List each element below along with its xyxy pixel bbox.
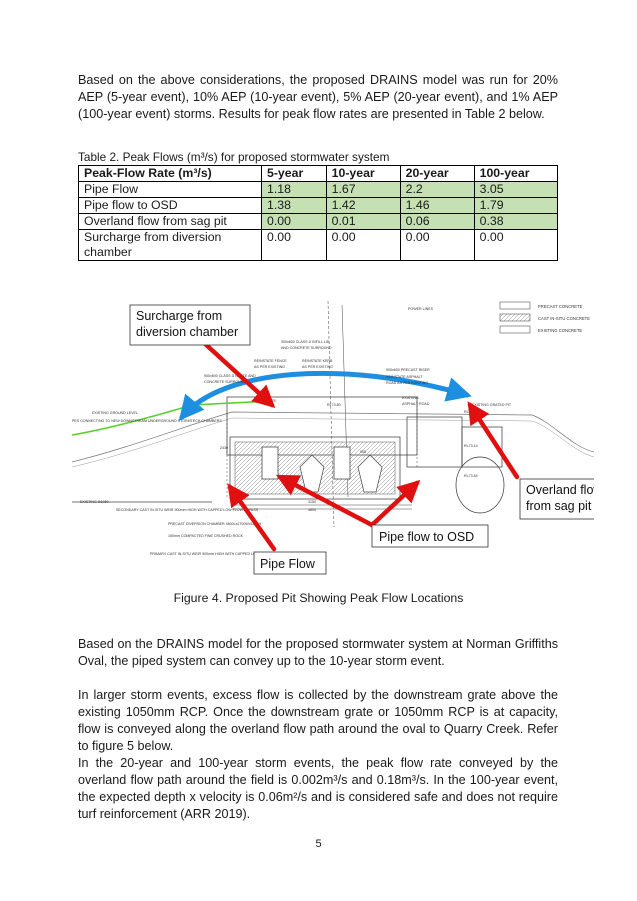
drawing-note: 2430 (220, 446, 228, 450)
drawing-note: RL73.80 (327, 403, 341, 407)
callout-surcharge: Surcharge from diversion chamber (129, 304, 251, 346)
drawing-note: ASPHALT ROAD (402, 402, 430, 406)
callout-text: Surcharge from (136, 309, 222, 323)
callout-overland: Overland flow from sag pit (519, 478, 594, 520)
callout-text: Pipe flow to OSD (379, 530, 474, 544)
table-cell: 1.46 (399, 197, 475, 214)
drawing-note: RL73.84 (464, 474, 478, 478)
drawing-note: PRECAST DIVERSION CHAMBER 4800Lx2700Wx18… (168, 522, 262, 526)
legend-label: CAST IN-SITU CONCRETE (538, 316, 590, 321)
drawing-note: EXISTING Ø1050 (80, 500, 109, 504)
table-header-cell: 100-year (473, 165, 559, 182)
callout-text: Overland flow (526, 483, 594, 497)
table-cell: 0.38 (473, 213, 559, 230)
table-cell: 0.00 (399, 229, 475, 261)
drawing-note: AS PER EXISTING (254, 365, 285, 369)
page-number: 5 (315, 838, 322, 850)
drawing-note: AND CONCRETE SURROUND (281, 346, 332, 350)
legend-label: EXISTING CONCRETE (538, 328, 582, 333)
drawing-note: PRIMARY CAST IN-SITU WEIR 900mm HIGH WIT… (150, 552, 286, 556)
row-label: Pipe flow to OSD (78, 197, 262, 214)
drawing-note: 900x600 PRECAST RISER (386, 368, 430, 372)
drawing-note: 900x600 CLASS D INFILL LID (281, 340, 330, 344)
table-cell: 0.01 (325, 213, 401, 230)
table-cell: 1.79 (473, 197, 559, 214)
drawing-note: REINSTATE ASPHALT (386, 375, 423, 379)
drawing-note: SECONDARY CAST IN-SITU WEIR 900mm HIGH W… (116, 508, 259, 512)
callout-text: from sag pit (526, 499, 592, 513)
callout-pipe-flow: Pipe Flow (253, 551, 327, 575)
table-header-cell: Peak-Flow Rate (m³/s) (78, 165, 262, 182)
drawing-note: 3150 (308, 500, 316, 504)
table-cell: 0.00 (261, 229, 327, 261)
drawing-note: EXISTING GRATED PIT (472, 403, 512, 407)
drawing-note: 900x600 CLASS D GRATE AND (204, 374, 256, 378)
row-label: Pipe Flow (78, 181, 262, 198)
capacity-paragraph: Based on the DRAINS model for the propos… (78, 637, 558, 668)
legend-swatch-insitu (499, 313, 531, 322)
table-row: Overland flow from sag pit 0.00 0.01 0.0… (78, 213, 559, 230)
drawing-note: EXISTING (402, 396, 419, 400)
table-cell: 0.00 (261, 213, 327, 230)
row-label: Surcharge from diversion chamber (78, 229, 262, 261)
table-cell: 1.38 (261, 197, 327, 214)
table-cell: 0.06 (399, 213, 475, 230)
table-cell: 0.00 (325, 229, 401, 261)
drawing-note: 900 (360, 450, 366, 454)
table-cell: 1.18 (261, 181, 327, 198)
drawing-note: CONCRETE SURROUND (204, 380, 246, 384)
drawing-legend: PRECAST CONCRETE CAST IN-SITU CONCRETE E… (499, 301, 590, 334)
callout-text: Pipe Flow (260, 557, 316, 571)
callout-text: diversion chamber (136, 325, 238, 339)
legend-swatch-precast (499, 301, 531, 310)
drawing-notes: POWER LINES 900x600 CLASS D INFILL LID A… (72, 307, 512, 556)
drawing-note: 4800 (308, 508, 316, 512)
table-cell: 0.00 (473, 229, 559, 261)
drawing-note: POWER LINES (408, 307, 434, 311)
table-row: Surcharge from diversion chamber 0.00 0.… (78, 229, 559, 261)
table-header-cell: 10-year (325, 165, 401, 182)
callout-arrows (199, 338, 520, 552)
larger-events-paragraph: In larger storm events, excess flow is c… (78, 688, 558, 753)
table-cell: 2.2 (399, 181, 475, 198)
table-header-cell: 20-year (399, 165, 475, 182)
legend-swatch-existing (499, 325, 531, 334)
drawing-note: REINSTATE FENCE (254, 359, 287, 363)
drawing-note: EXISTING GROUND LEVEL (92, 411, 138, 415)
drawing-note: ROAD AS PER EXISTING (386, 381, 428, 385)
table-cell: 1.42 (325, 197, 401, 214)
row-label: Overland flow from sag pit (78, 213, 262, 230)
peak-flow-table: Peak-Flow Rate (m³/s) 5-year 10-year 20-… (78, 165, 559, 261)
table-row: Pipe Flow 1.18 1.67 2.2 3.05 (78, 181, 559, 198)
table-header-cell: 5-year (261, 165, 327, 182)
legend-label: PRECAST CONCRETE (538, 304, 583, 309)
drawing-note: 150mm COMPACTED FINE CRUSHED ROCK (168, 534, 244, 538)
figure-caption: Figure 4. Proposed Pit Showing Peak Flow… (173, 591, 464, 605)
drawing-note: PES CONNECTING TO NEW DOWNSTREAM UNDERGR… (72, 419, 222, 423)
drawing-note: REINSTATE KERB (302, 359, 333, 363)
callout-pipe-osd: Pipe flow to OSD (371, 524, 489, 548)
table-cell: 1.67 (325, 181, 401, 198)
table-header-row: Peak-Flow Rate (m³/s) 5-year 10-year 20-… (78, 165, 559, 182)
section-drawing (72, 300, 594, 528)
intro-paragraph: Based on the above considerations, the p… (78, 73, 558, 121)
overland-paragraph: In the 20-year and 100-year storm events… (78, 756, 558, 821)
pit-section-figure: PRECAST CONCRETE CAST IN-SITU CONCRETE E… (72, 300, 594, 575)
table-row: Pipe flow to OSD 1.38 1.42 1.46 1.79 (78, 197, 559, 214)
drawing-note: RL73.14 (464, 444, 478, 448)
table-cell: 3.05 (473, 181, 559, 198)
table-caption: Table 2. Peak Flows (m³/s) for proposed … (78, 150, 390, 164)
surcharge-flow-arrow (178, 370, 472, 421)
drawing-note: AS PER EXISTING (302, 365, 333, 369)
